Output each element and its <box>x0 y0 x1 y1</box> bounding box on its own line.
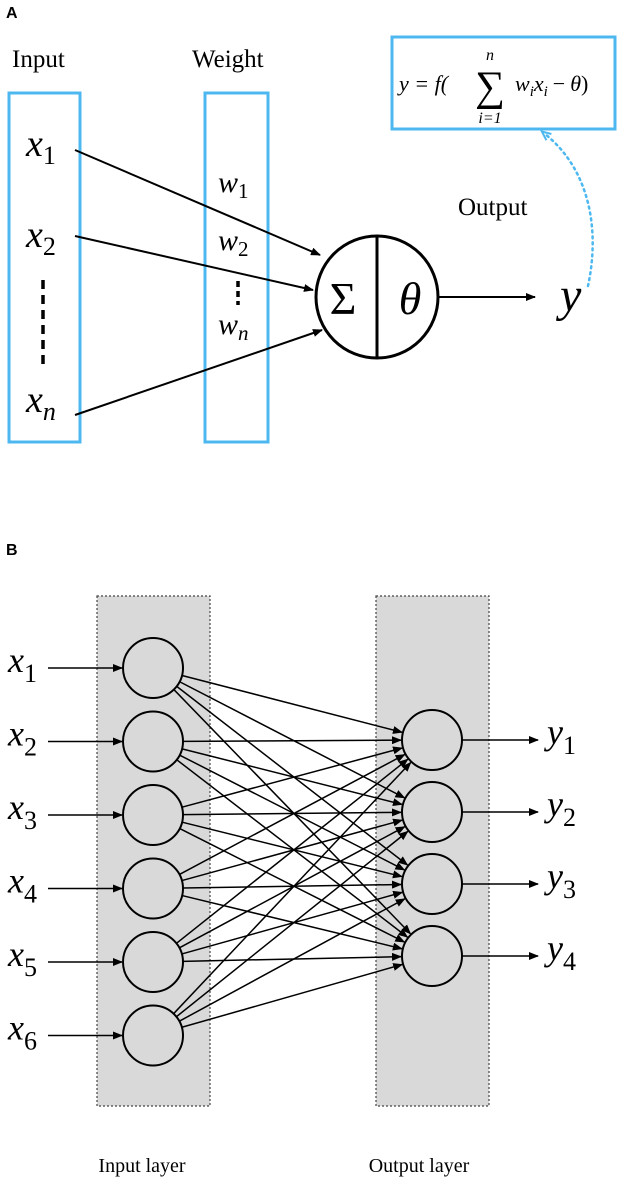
formula-box <box>390 35 617 131</box>
input-node-1 <box>122 637 184 699</box>
connection-x3-y1 <box>181 746 404 808</box>
output-label-y1: y1 <box>544 712 576 760</box>
node-labels: x1 x2 x3 x4 x5 x6 y1 y2 y3 y4 <box>7 640 576 1056</box>
output-node-3 <box>401 853 463 915</box>
dotted-arrow-to-formula <box>545 134 594 288</box>
connection-x6-y3 <box>179 898 406 1022</box>
input-label-x1: x1 <box>7 640 37 688</box>
connection-x2-y4 <box>176 759 409 938</box>
arrow-x2-to-neuron <box>74 235 314 292</box>
arrow-x1-to-neuron <box>74 149 321 256</box>
output-layer-box <box>375 595 490 1107</box>
input-label-x4: x4 <box>7 861 37 909</box>
formula-lower: i=1 <box>478 110 501 127</box>
formula-term: wixi−θ) <box>515 71 588 100</box>
weight-w1: w1 <box>218 166 249 203</box>
weight-wn: wn <box>218 308 249 345</box>
input-node-5 <box>122 931 184 993</box>
connection-x1-y1 <box>181 674 403 734</box>
connection-x4-y1 <box>179 753 406 876</box>
sum-symbol: Σ <box>330 273 357 324</box>
panel-b: B x1 x2 x3 x4 x5 x6 y1 y2 y3 y4 Input layer Outpu… <box>6 542 576 1177</box>
panel-b-label: B <box>6 542 18 559</box>
weight-title: Weight <box>192 46 264 73</box>
output-node-2 <box>401 781 463 843</box>
connection-x5-y3 <box>181 890 404 955</box>
panel-a-label: A <box>6 5 18 22</box>
input-x1: x1 <box>25 123 56 170</box>
connection-x3-y4 <box>179 827 406 943</box>
output-y: y <box>555 269 582 322</box>
connection-x1-y3 <box>176 685 409 866</box>
connection-x6-y1 <box>173 761 412 1015</box>
input-box <box>7 91 82 444</box>
input-label-x2: x2 <box>7 714 37 762</box>
threshold-symbol: θ <box>399 273 422 324</box>
input-title: Input <box>12 46 65 73</box>
connection-x2-y2 <box>181 748 403 807</box>
panel-a: A Input Weight x1 x2 xn w1 w2 wn Σ θ y O… <box>6 5 617 444</box>
input-node-4 <box>122 857 184 920</box>
connection-x1-y4 <box>173 689 412 935</box>
output-title: Output <box>458 194 528 221</box>
connection-x6-y2 <box>175 830 409 1018</box>
output-node-4 <box>401 925 463 987</box>
connection-x3-y2 <box>182 808 403 817</box>
input-node-6 <box>122 1004 184 1067</box>
weight-box <box>203 91 270 444</box>
connection-x2-y1 <box>182 736 403 745</box>
connection-x1-y2 <box>179 681 406 799</box>
arrow-xn-to-neuron <box>74 329 323 416</box>
formula-lhs: y = f( <box>397 71 450 96</box>
formula-sigma: ∑ <box>475 64 505 110</box>
output-label-y3: y3 <box>544 856 576 904</box>
formula: y = f( ∑ n i=1 wixi−θ) <box>397 47 588 127</box>
input-label-x6: x6 <box>7 1008 37 1056</box>
connection-x5-y4 <box>182 952 403 963</box>
input-xn: xn <box>25 379 56 426</box>
connection-x4-y4 <box>181 894 403 951</box>
output-layer-caption: Output layer <box>369 1155 470 1177</box>
weight-w2: w2 <box>218 224 249 261</box>
formula-upper: n <box>486 47 494 64</box>
connection-x4-y2 <box>181 818 404 882</box>
connection-x2-y3 <box>179 754 406 871</box>
output-node-1 <box>401 709 463 771</box>
input-label-x5: x5 <box>7 934 37 982</box>
output-label-y2: y2 <box>544 784 576 832</box>
input-layer-caption: Input layer <box>98 1155 186 1177</box>
connection-x4-y3 <box>182 880 403 889</box>
connection-x3-y3 <box>181 821 403 879</box>
input-node-3 <box>122 784 184 846</box>
nodes <box>122 637 463 1067</box>
input-x2: x2 <box>25 214 56 261</box>
input-node-2 <box>122 710 184 773</box>
connection-x6-y4 <box>181 963 404 1029</box>
input-label-x3: x3 <box>7 787 37 835</box>
output-label-y4: y4 <box>544 928 576 976</box>
connections <box>48 664 539 1040</box>
connection-x5-y1 <box>176 758 409 944</box>
